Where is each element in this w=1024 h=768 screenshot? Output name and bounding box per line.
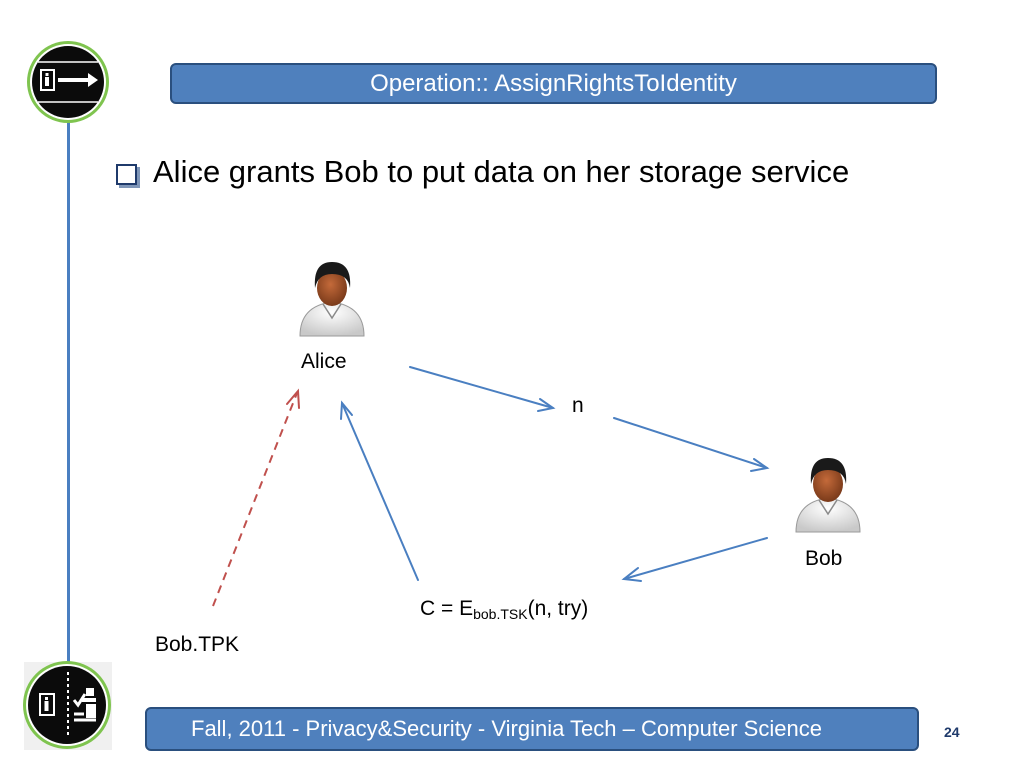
timeline-line xyxy=(67,118,70,674)
badge-top xyxy=(32,46,104,118)
checkbox-bullet-icon xyxy=(116,163,137,185)
document-arrow-icon xyxy=(38,61,98,103)
cipher-label: C = Ebob.TSK(n, try) xyxy=(420,597,588,622)
arrow-bob-to-cipher xyxy=(621,537,768,582)
page-number: 24 xyxy=(944,724,960,740)
dashed-arrow-bobtpk-to-alice xyxy=(212,388,300,607)
bob-label: Bob xyxy=(805,547,843,570)
cipher-subscript: bob.TSK xyxy=(473,606,528,622)
bob-tpk-label: Bob.TPK xyxy=(155,633,240,656)
nonce-label: n xyxy=(572,394,584,417)
bullet-text: Alice grants Bob to put data on her stor… xyxy=(153,154,850,189)
badge-bottom xyxy=(28,666,106,744)
arrow-n-to-bob xyxy=(613,417,770,472)
alice-label: Alice xyxy=(301,350,347,373)
cipher-suffix: (n, try) xyxy=(527,597,589,620)
bob-person-icon xyxy=(795,458,861,533)
alice-person-icon xyxy=(299,262,365,337)
arrow-cipher-to-alice xyxy=(340,400,419,581)
slide-title: Operation:: AssignRightsToIdentity xyxy=(370,69,737,97)
footer-bar: Fall, 2011 - Privacy&Security - Virginia… xyxy=(145,707,919,751)
cipher-prefix: C = E xyxy=(420,597,474,620)
arrow-alice-to-n xyxy=(409,366,556,412)
badge-bottom-frame xyxy=(24,662,112,750)
document-checklist-icon xyxy=(39,672,96,738)
footer-text: Fall, 2011 - Privacy&Security - Virginia… xyxy=(191,716,822,741)
bullet-item: Alice grants Bob to put data on her stor… xyxy=(116,154,849,190)
title-bar: Operation:: AssignRightsToIdentity xyxy=(170,63,937,104)
